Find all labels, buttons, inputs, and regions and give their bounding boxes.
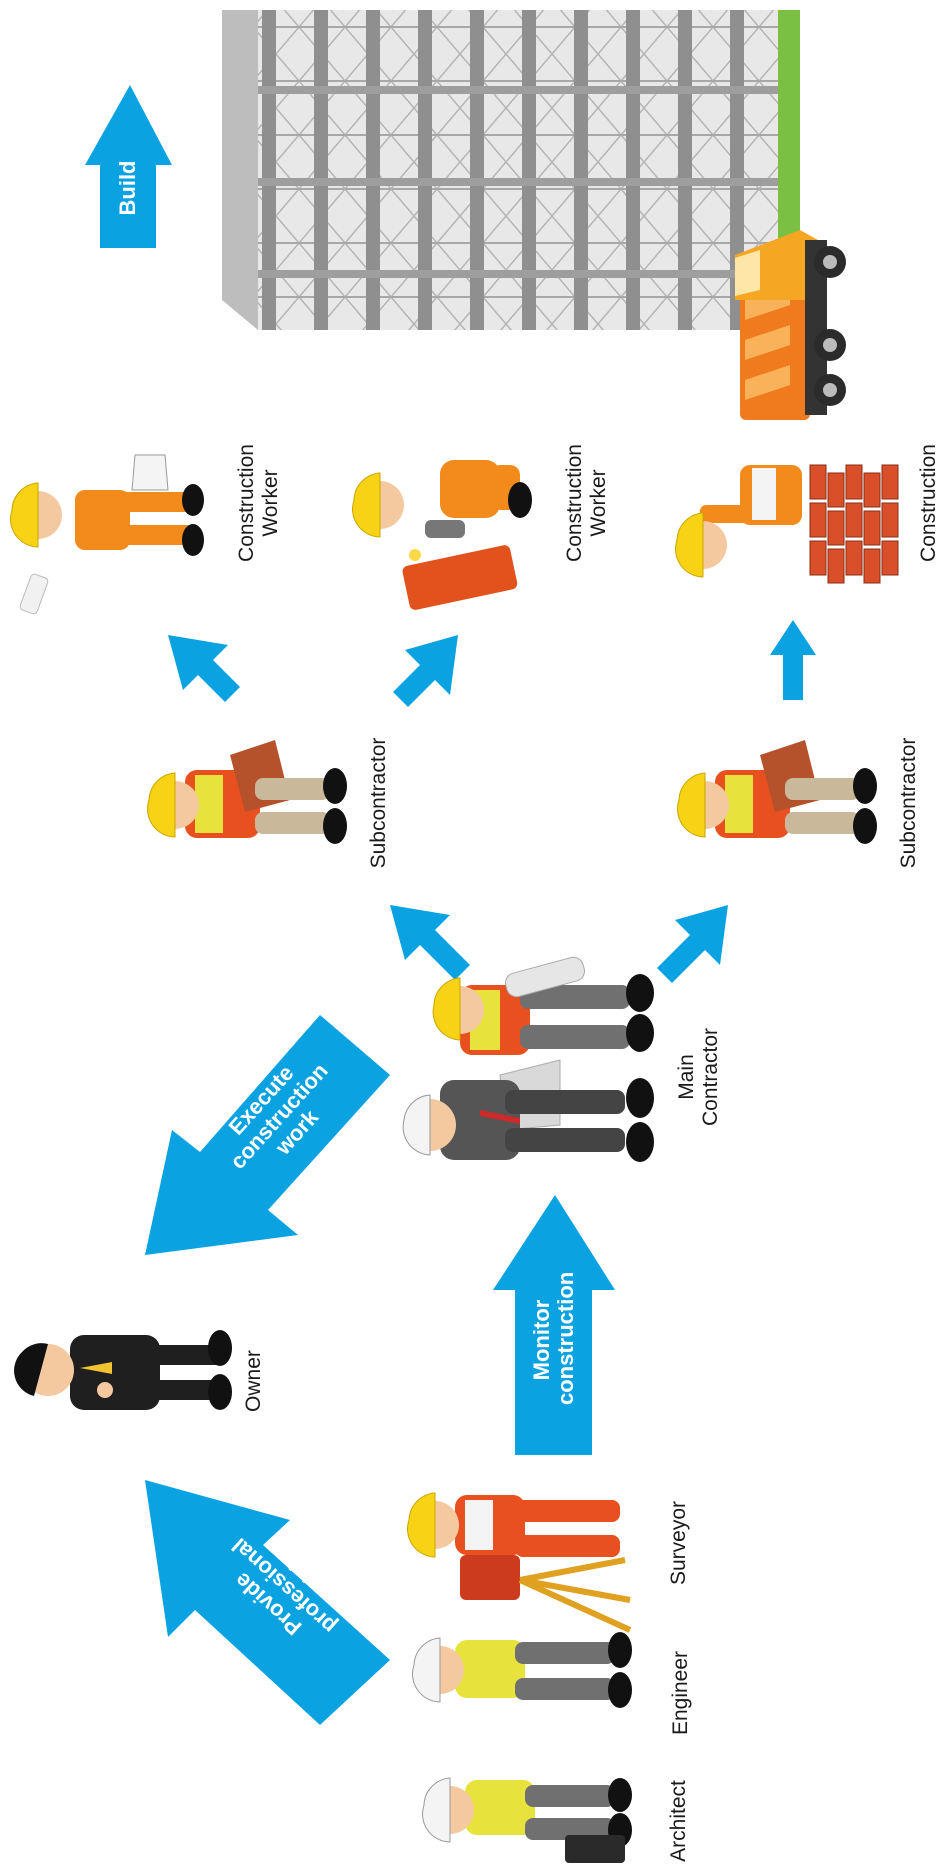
flow-arrow-main-to-sub-top <box>390 905 470 980</box>
construction-worker-1-figure <box>10 454 204 615</box>
provide-professional-advice-arrow <box>145 1480 390 1725</box>
brick <box>881 540 899 576</box>
construction-worker-2-figure <box>352 460 532 610</box>
flow-arrow-sub-to-worker-3 <box>770 620 816 700</box>
building-column <box>678 10 692 330</box>
brick <box>827 510 845 546</box>
monitor-construction-arrow <box>493 1195 615 1455</box>
brick <box>863 472 881 508</box>
brick <box>827 472 845 508</box>
surveyor-figure <box>407 1492 632 1633</box>
construction-worker-1-label: Construction Worker <box>235 444 282 562</box>
building-under-construction <box>222 10 800 330</box>
subcontractor-bottom-label: Subcontractor <box>897 737 920 869</box>
surveyor-label: Surveyor <box>667 1500 690 1586</box>
building-column <box>262 10 276 330</box>
main-contractor-figure <box>402 956 654 1162</box>
flow-arrow-main-to-sub-bottom <box>657 905 728 983</box>
architect-figure <box>422 1777 632 1863</box>
construction-worker-3-label: Construction Worker <box>917 444 942 562</box>
build-arrow-label: Build <box>115 160 140 216</box>
subcontractor-bottom-figure <box>677 740 877 844</box>
brick <box>845 540 863 576</box>
subcontractor-top-figure <box>147 740 347 844</box>
subcontractor-top-label: Subcontractor <box>367 737 390 869</box>
brick <box>809 502 827 538</box>
building-column <box>366 10 380 330</box>
building-column <box>470 10 484 330</box>
flow-arrow-sub-to-worker-1 <box>168 635 240 702</box>
build-arrow <box>85 85 172 248</box>
brick <box>809 464 827 500</box>
brick <box>809 540 827 576</box>
main-contractor-label: Main Contractor <box>675 1027 722 1127</box>
building-column <box>522 10 536 330</box>
brick <box>881 502 899 538</box>
engineer-figure <box>412 1632 632 1708</box>
owner-label: Owner <box>242 1350 265 1412</box>
execute-construction-work-arrow <box>145 1015 390 1255</box>
monitor-construction-arrow-label: Monitor construction <box>529 1271 578 1405</box>
engineer-label: Engineer <box>669 1650 692 1736</box>
building-column <box>574 10 588 330</box>
architect-label: Architect <box>667 1780 690 1862</box>
brick <box>827 548 845 584</box>
brick <box>881 464 899 500</box>
brick <box>863 510 881 546</box>
flow-arrow-sub-to-worker-2 <box>393 635 458 707</box>
dump-truck <box>735 230 846 420</box>
building-column <box>626 10 640 330</box>
owner-figure <box>14 1330 232 1410</box>
brick <box>845 464 863 500</box>
building-column <box>314 10 328 330</box>
construction-worker-2-label: Construction Worker <box>563 444 610 562</box>
brick <box>863 548 881 584</box>
building-column <box>418 10 432 330</box>
construction-worker-3-figure <box>675 464 899 584</box>
brick <box>845 502 863 538</box>
